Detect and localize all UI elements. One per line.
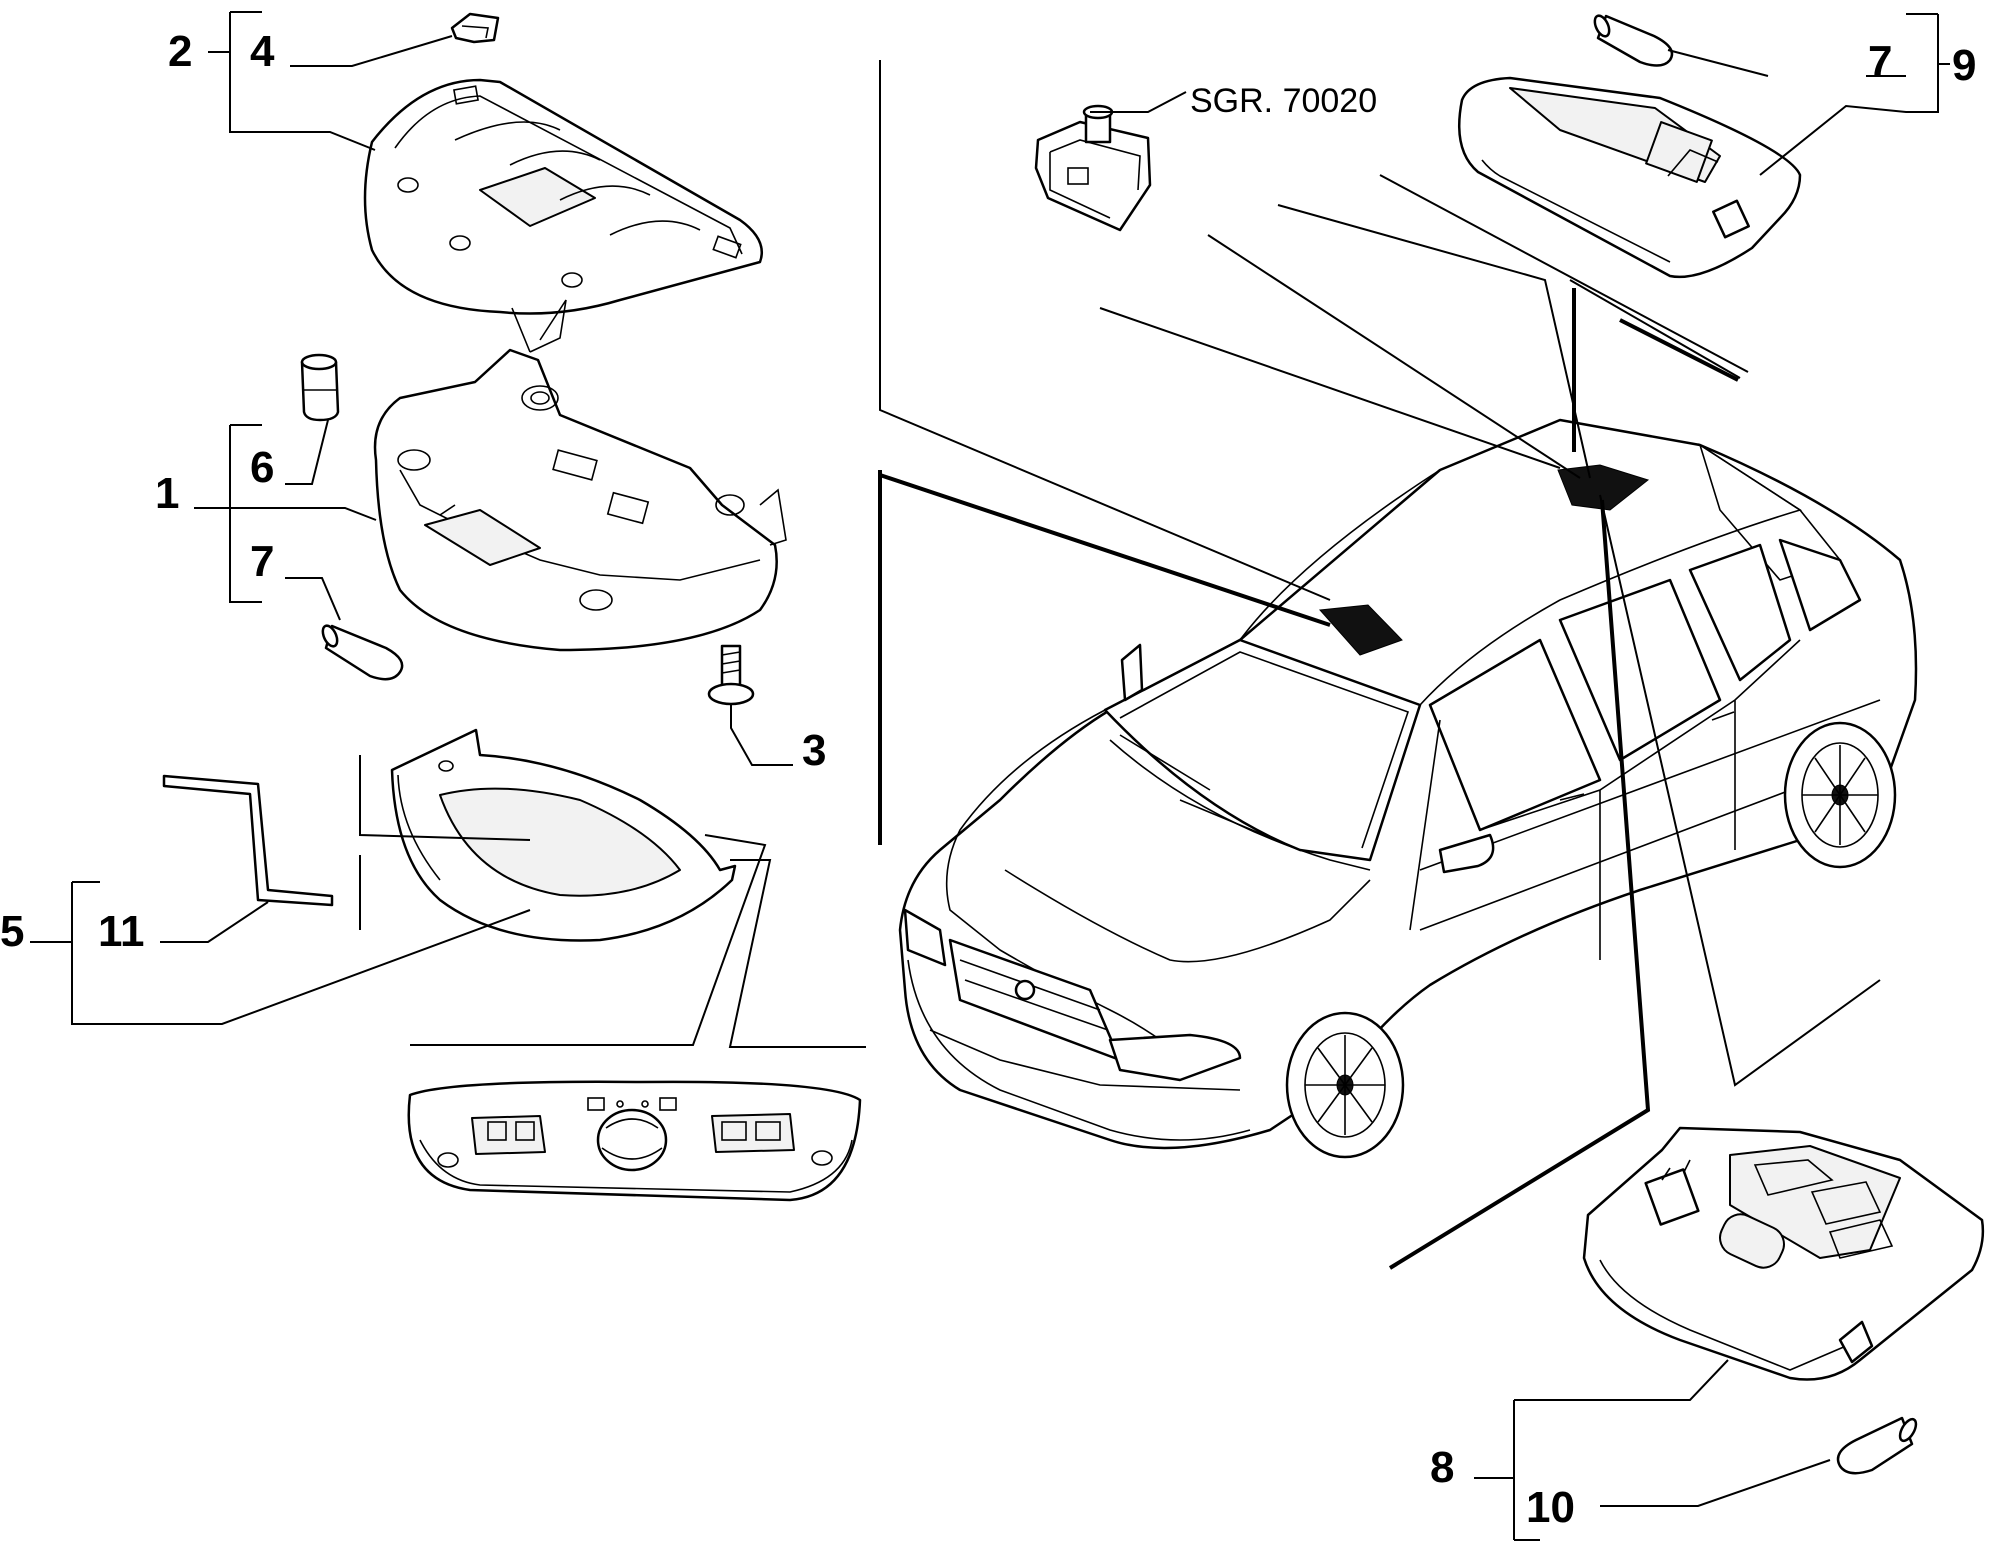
- overhead-console: [407, 1080, 862, 1202]
- label-7-left: 7: [250, 537, 274, 586]
- label-2: 2: [168, 27, 192, 76]
- part-6-bulb: [300, 353, 340, 422]
- part-1-housing: [373, 299, 787, 652]
- label-8: 8: [1430, 1443, 1454, 1492]
- sgr-sensor: [1034, 104, 1152, 232]
- part-9-lamp: [1457, 76, 1802, 279]
- label-11: 11: [98, 907, 145, 956]
- car-illustration: [898, 418, 1918, 1159]
- label-6: 6: [250, 443, 274, 492]
- part-10-bulb: [1836, 1416, 1918, 1475]
- label-3: 3: [802, 726, 826, 775]
- part-3-screw: [707, 644, 755, 706]
- front-lamp-marker: [1318, 604, 1403, 656]
- label-5: 5: [0, 907, 24, 956]
- part-8-lamp: [1582, 1126, 1985, 1381]
- leader-lines: [30, 11, 1950, 1541]
- part-11-hex-key: [162, 774, 334, 907]
- rear-lamp-marker: [1557, 464, 1650, 511]
- label-10: 10: [1526, 1483, 1575, 1532]
- label-9: 9: [1952, 41, 1976, 90]
- label-4: 4: [250, 27, 275, 76]
- part-5-frame: [390, 728, 737, 942]
- part-2-cover: [363, 78, 763, 315]
- reference-sgr-70020: SGR. 70020: [1190, 82, 1377, 120]
- label-1: 1: [155, 469, 179, 518]
- part-7-bulb-right: [1593, 14, 1674, 67]
- part-7-bulb-left: [321, 624, 404, 681]
- label-7-right: 7: [1868, 37, 1892, 86]
- part-4-clip: [450, 12, 500, 44]
